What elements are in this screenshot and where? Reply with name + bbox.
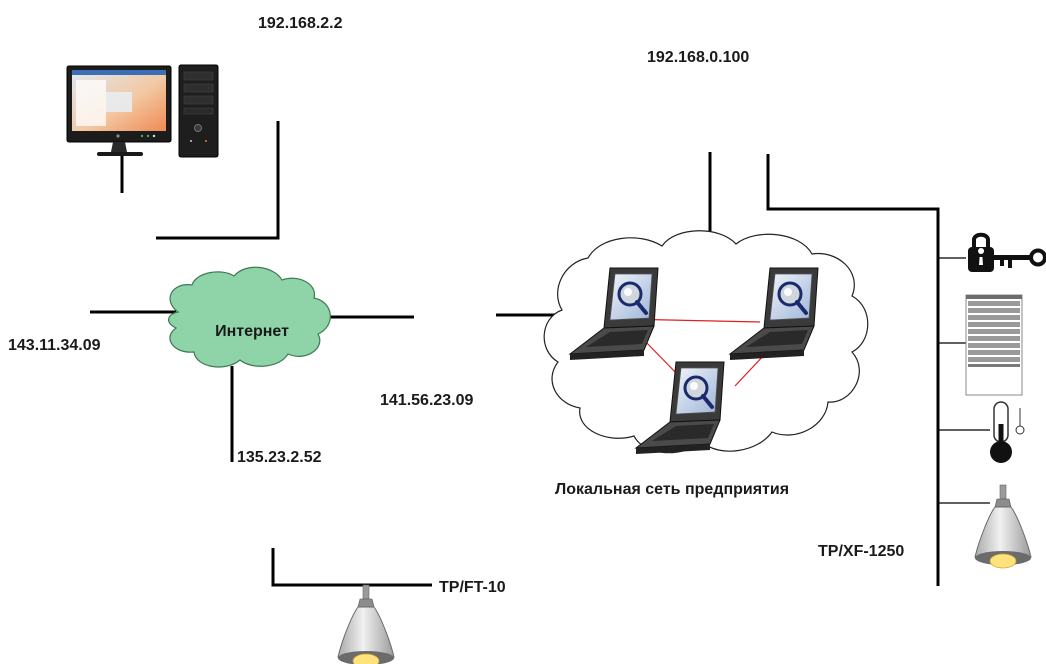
tower-case-icon bbox=[178, 64, 219, 158]
internet-cloud: Интернет bbox=[168, 266, 331, 368]
blinds-icon bbox=[965, 294, 1023, 396]
pc-ip-label: 192.168.2.2 bbox=[258, 15, 343, 32]
bus-taps bbox=[938, 257, 990, 504]
lan-name-label: Локальная сеть предприятия bbox=[555, 481, 789, 498]
link-laptop1-laptop3 bbox=[641, 337, 681, 378]
bus-bottom-label: TP/FT-10 bbox=[439, 579, 506, 596]
lamp-icon bbox=[337, 584, 395, 664]
lamp-icon bbox=[974, 484, 1032, 569]
wires bbox=[90, 121, 990, 587]
lock-key-icon bbox=[968, 232, 1046, 272]
ft10-bus-wire bbox=[271, 548, 432, 587]
lan-cloud bbox=[543, 230, 869, 456]
lan-to-bus-wire bbox=[766, 154, 940, 586]
thermometer-icon bbox=[990, 401, 1025, 463]
left-ip-label: 143.11.34.09 bbox=[8, 337, 101, 354]
bottom-ip-label: 135.23.2.52 bbox=[237, 449, 322, 466]
lan-ip-label: 192.168.0.100 bbox=[647, 49, 749, 66]
router-ip-label: 141.56.23.09 bbox=[380, 392, 474, 409]
labels: 192.168.2.2 192.168.0.100 143.11.34.09 1… bbox=[8, 15, 904, 596]
bus-right-label: TP/XF-1250 bbox=[818, 543, 904, 560]
internet-label: Интернет bbox=[215, 323, 289, 340]
desktop-computer-icon bbox=[66, 65, 172, 156]
pc-uplink-wire bbox=[156, 121, 280, 240]
